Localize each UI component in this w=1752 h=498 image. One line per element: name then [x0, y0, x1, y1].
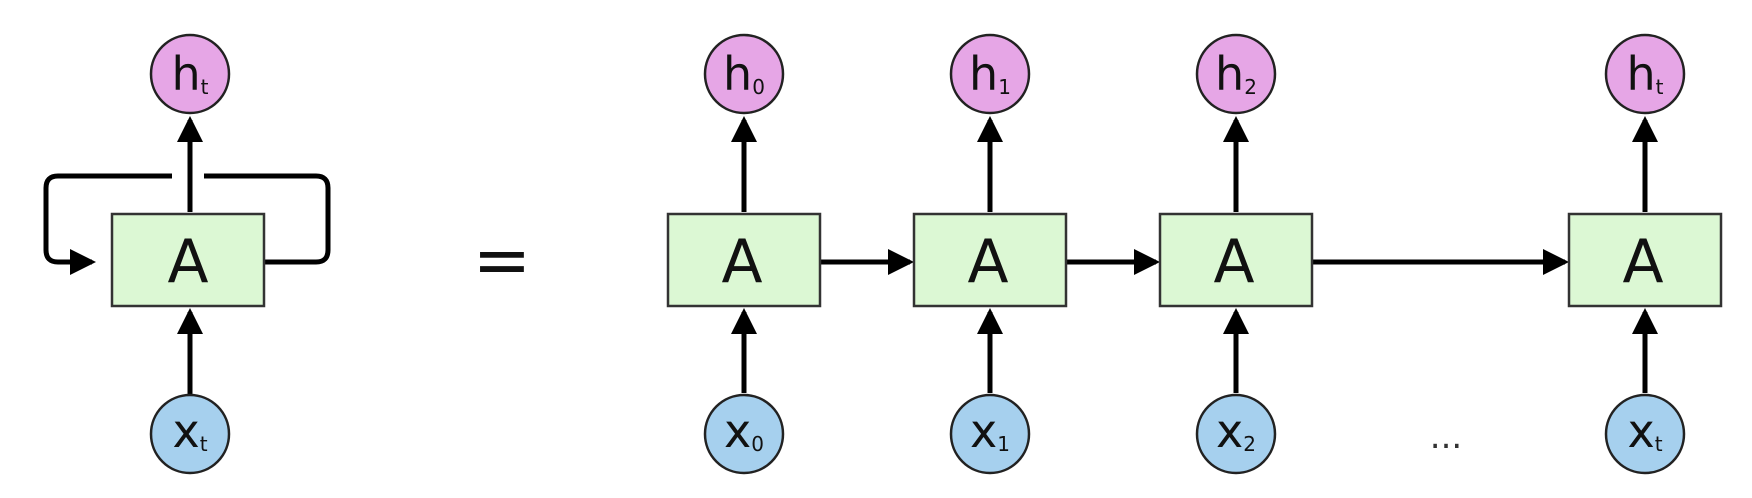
cell-label: A	[1213, 227, 1254, 297]
cell	[666, 212, 822, 308]
output-node	[703, 33, 785, 115]
cell-label: A	[1622, 227, 1663, 297]
cell	[1567, 212, 1723, 308]
input-node	[1195, 393, 1277, 475]
unrolled-step: Aht xt	[1567, 33, 1723, 475]
recurrent-loop-edge	[43, 173, 331, 262]
input-node	[1604, 393, 1686, 475]
rolled-input-node	[149, 393, 231, 475]
output-label: ht	[1627, 47, 1664, 101]
rolled-output-label: ht	[172, 47, 209, 101]
rolled-rnn: A ht xt	[43, 33, 331, 475]
unrolled-step: Ah2 x2	[1158, 33, 1569, 475]
input-label: x2	[1216, 404, 1256, 458]
input-node	[949, 393, 1031, 475]
output-label: h0	[723, 47, 765, 101]
rolled-cell	[110, 212, 266, 308]
cell-label: A	[967, 227, 1008, 297]
unrolled-step: Ah1 x1	[912, 33, 1160, 475]
output-label: h1	[969, 47, 1011, 101]
input-label: x0	[724, 404, 764, 458]
cell	[1158, 212, 1314, 308]
output-node	[1604, 33, 1686, 115]
input-label: xt	[1627, 404, 1662, 458]
cell-label: A	[721, 227, 762, 297]
ellipsis: ...	[1430, 417, 1462, 457]
output-node	[949, 33, 1031, 115]
output-node	[1195, 33, 1277, 115]
rolled-cell-label: A	[167, 227, 208, 297]
rolled-output-node	[149, 33, 231, 115]
rolled-input-label: xt	[172, 404, 207, 458]
input-label: x1	[970, 404, 1010, 458]
unrolled-step: Ah0 x0	[666, 33, 914, 475]
cell	[912, 212, 1068, 308]
unrolled-rnn: Ah0 x0 Ah1 x1 Ah2 x2 Aht xt	[666, 33, 1723, 475]
output-label: h2	[1215, 47, 1257, 101]
equals-sign: =	[473, 219, 532, 301]
input-node	[703, 393, 785, 475]
